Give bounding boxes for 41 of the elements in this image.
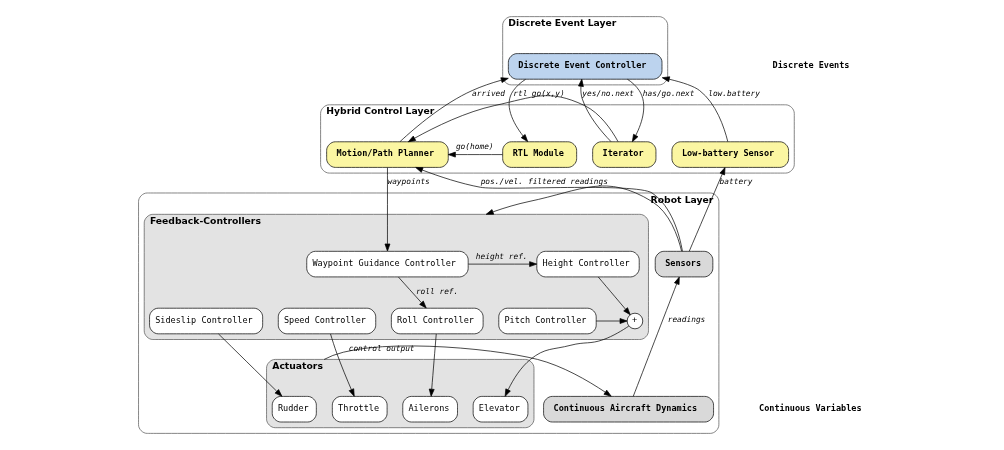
arrow [329, 333, 355, 397]
node-box: Motion/Path Planner [325, 141, 449, 168]
node-box: Throttle [331, 396, 387, 423]
node-box: Iterator [591, 141, 656, 168]
arrow [626, 78, 644, 143]
arrow [504, 325, 629, 397]
arrow [428, 333, 437, 397]
arrow [597, 276, 631, 316]
label: Continuous Variables [758, 402, 862, 413]
arrow [508, 78, 528, 142]
arrow [661, 76, 728, 142]
node-box: RTL Module [501, 141, 577, 168]
arrow [323, 345, 612, 397]
arrow [447, 151, 503, 158]
arrow [399, 77, 509, 142]
node-box: Low-battery Sensor [671, 141, 789, 168]
node-box: Elevator [472, 396, 528, 423]
node-box: Sideslip Controller [148, 307, 263, 335]
node-box: Waypoint Guidance Controller [305, 250, 469, 278]
node-box: Sensors [654, 250, 713, 278]
arrow [414, 167, 683, 252]
arrow [577, 78, 611, 142]
arrow [407, 95, 618, 143]
arrow [485, 185, 682, 252]
node-box: Height Controller [535, 250, 640, 278]
arrow [217, 333, 282, 397]
arrow [688, 167, 725, 252]
label: Discrete Events [772, 59, 849, 70]
node-box: Speed Controller [277, 307, 376, 335]
arrow [467, 261, 537, 267]
arrow [595, 318, 627, 324]
node-box: Roll Controller [390, 307, 483, 335]
node-box: Discrete Event Controller [507, 53, 662, 80]
arrow [632, 276, 680, 397]
node-box: Pitch Controller [497, 307, 597, 335]
node-box: Continuous Aircraft Dynamics [542, 396, 714, 423]
arrow [397, 276, 427, 309]
node-circle: + [626, 312, 643, 330]
node-box: Rudder [271, 396, 317, 423]
arrow [384, 167, 390, 252]
node-box: Ailerons [401, 396, 458, 423]
